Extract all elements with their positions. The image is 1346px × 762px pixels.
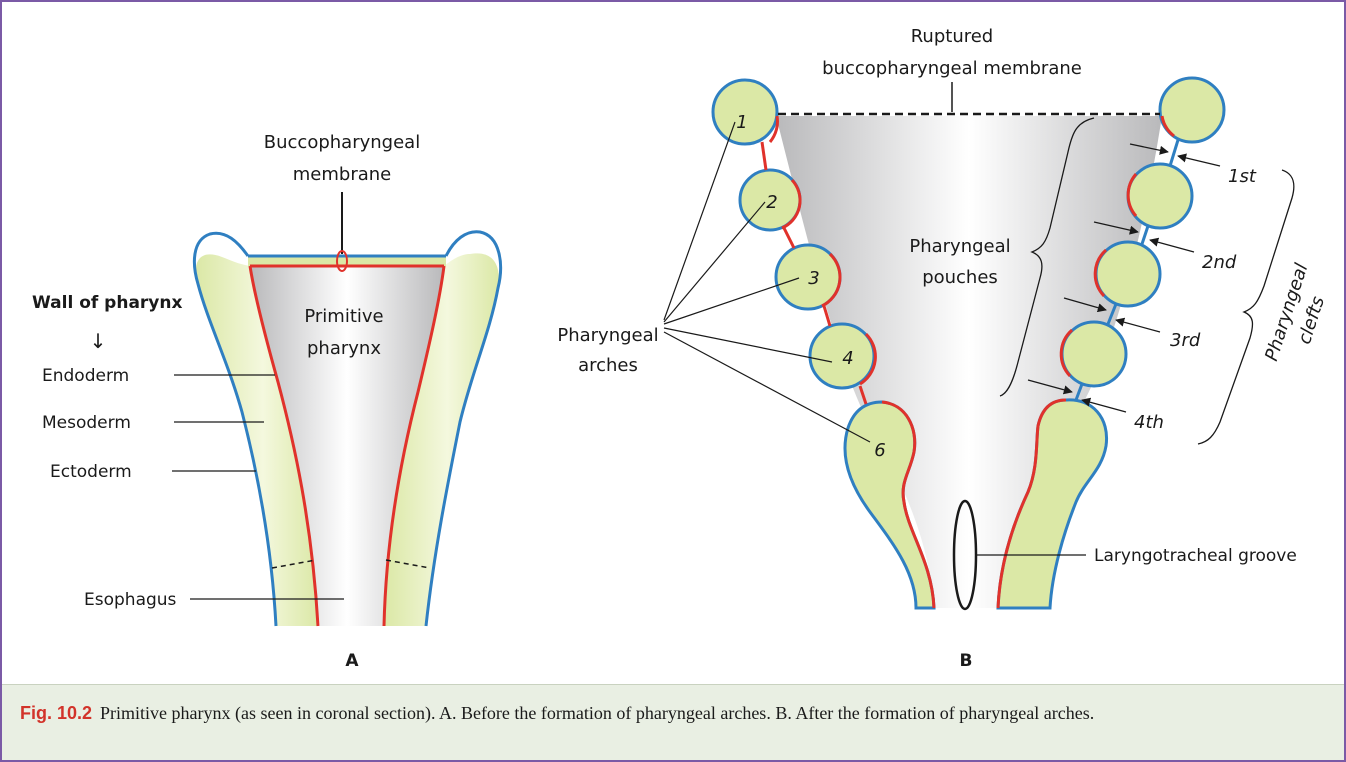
wall-of-pharynx-heading: Wall of pharynx <box>32 293 182 313</box>
panel-a: Buccopharyngeal membrane Primitive phary… <box>32 132 501 671</box>
ruptured-label-line2: buccopharyngeal membrane <box>822 58 1082 79</box>
clefts-label: Pharyngeal clefts <box>1261 261 1337 372</box>
arch-2-right <box>1128 164 1192 228</box>
pouches-label-line2: pouches <box>922 267 998 288</box>
ectoderm-label: Ectoderm <box>50 462 132 482</box>
neck-2-3-right <box>1142 226 1148 244</box>
neck-1-2-left <box>762 142 766 170</box>
down-arrow-glyph: ↓ <box>90 329 107 353</box>
panel-b-letter: B <box>960 651 973 671</box>
arch-number-3: 3 <box>808 268 819 289</box>
caption-text: Primitive pharynx (as seen in coronal se… <box>100 703 1094 723</box>
mesoderm-label: Mesoderm <box>42 413 131 433</box>
cavity-label-line1: Primitive <box>304 306 383 327</box>
caption-figure-number: Fig. 10.2 <box>20 703 92 723</box>
groove-label: Laryngotracheal groove <box>1094 546 1297 566</box>
panel-a-letter: A <box>345 651 359 671</box>
cleft-ordinal-4th: 4th <box>1134 412 1164 433</box>
figure-caption: Fig. 10.2 Primitive pharynx (as seen in c… <box>2 684 1344 760</box>
arch-number-6: 6 <box>874 440 885 461</box>
pouches-label-line1: Pharyngeal <box>909 236 1010 257</box>
pharynx-diagram: Buccopharyngeal membrane Primitive phary… <box>2 2 1344 684</box>
cleft-ordinal-3rd: 3rd <box>1170 330 1201 351</box>
arch-number-2: 2 <box>766 192 777 213</box>
endoderm-label: Endoderm <box>42 366 129 386</box>
neck-1-2-right <box>1170 140 1178 166</box>
arch-number-1: 1 <box>736 112 747 133</box>
panel-b: 1 2 3 4 6 Pharyngeal arches Ruptured buc… <box>557 26 1337 671</box>
arches-label-line1: Pharyngeal <box>557 325 658 346</box>
cleft-ordinal-1st: 1st <box>1228 166 1257 187</box>
arch-number-4: 4 <box>842 348 853 369</box>
neck-2-3-left <box>784 228 794 248</box>
cleft-ordinal-2nd: 2nd <box>1202 252 1237 273</box>
ruptured-label-line1: Ruptured <box>911 26 994 47</box>
esophagus-label: Esophagus <box>84 590 177 610</box>
membrane-label-line2: membrane <box>293 164 391 185</box>
cavity-label-line2: pharynx <box>307 338 381 359</box>
membrane-label-line1: Buccopharyngeal <box>264 132 420 153</box>
arches-label-line2: arches <box>578 355 638 376</box>
